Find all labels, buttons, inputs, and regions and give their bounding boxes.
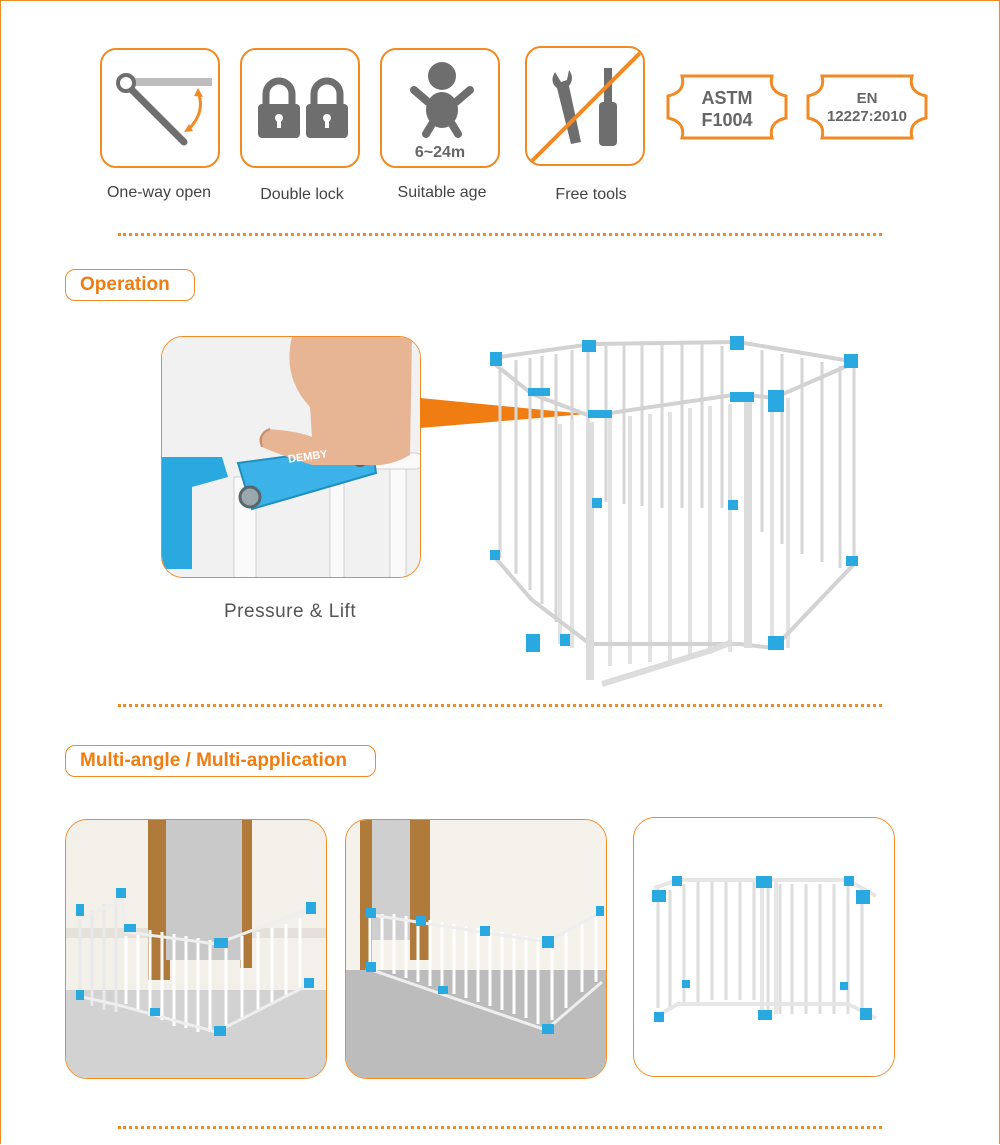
badge-line: EN (856, 90, 878, 107)
padlock-icon (240, 48, 360, 168)
lock-closeup-photo: DEMBY (161, 336, 421, 578)
section-title-operation: Operation (65, 269, 195, 301)
operation-caption: Pressure & Lift (224, 601, 357, 622)
age-range-text: 6~24m (414, 144, 466, 161)
rectangle-config-photo (633, 817, 895, 1077)
en-badge: EN 12227:2010 (804, 62, 930, 152)
feature-label: Free tools (555, 186, 627, 203)
one-way-open-icon (100, 48, 220, 168)
badge-line: F1004 (701, 110, 753, 130)
no-tools-icon (525, 46, 645, 166)
dotted-divider (118, 233, 882, 236)
feature-label: One-way open (106, 184, 212, 201)
feature-label: Double lock (260, 186, 344, 203)
dotted-divider (118, 704, 882, 707)
section-title-applications: Multi-angle / Multi-application (65, 745, 376, 777)
dotted-divider (118, 1126, 882, 1129)
fireplace-config-photo (65, 819, 327, 1079)
zoom-pointer (420, 398, 586, 428)
corner-config-photo (345, 819, 607, 1079)
feature-label: Suitable age (397, 184, 487, 201)
baby-icon: 6~24m (380, 48, 500, 168)
playpen-photo (490, 336, 858, 687)
badge-line: ASTM (701, 88, 753, 108)
astm-badge: ASTM F1004 (664, 62, 790, 152)
badge-line: 12227:2010 (826, 108, 908, 125)
